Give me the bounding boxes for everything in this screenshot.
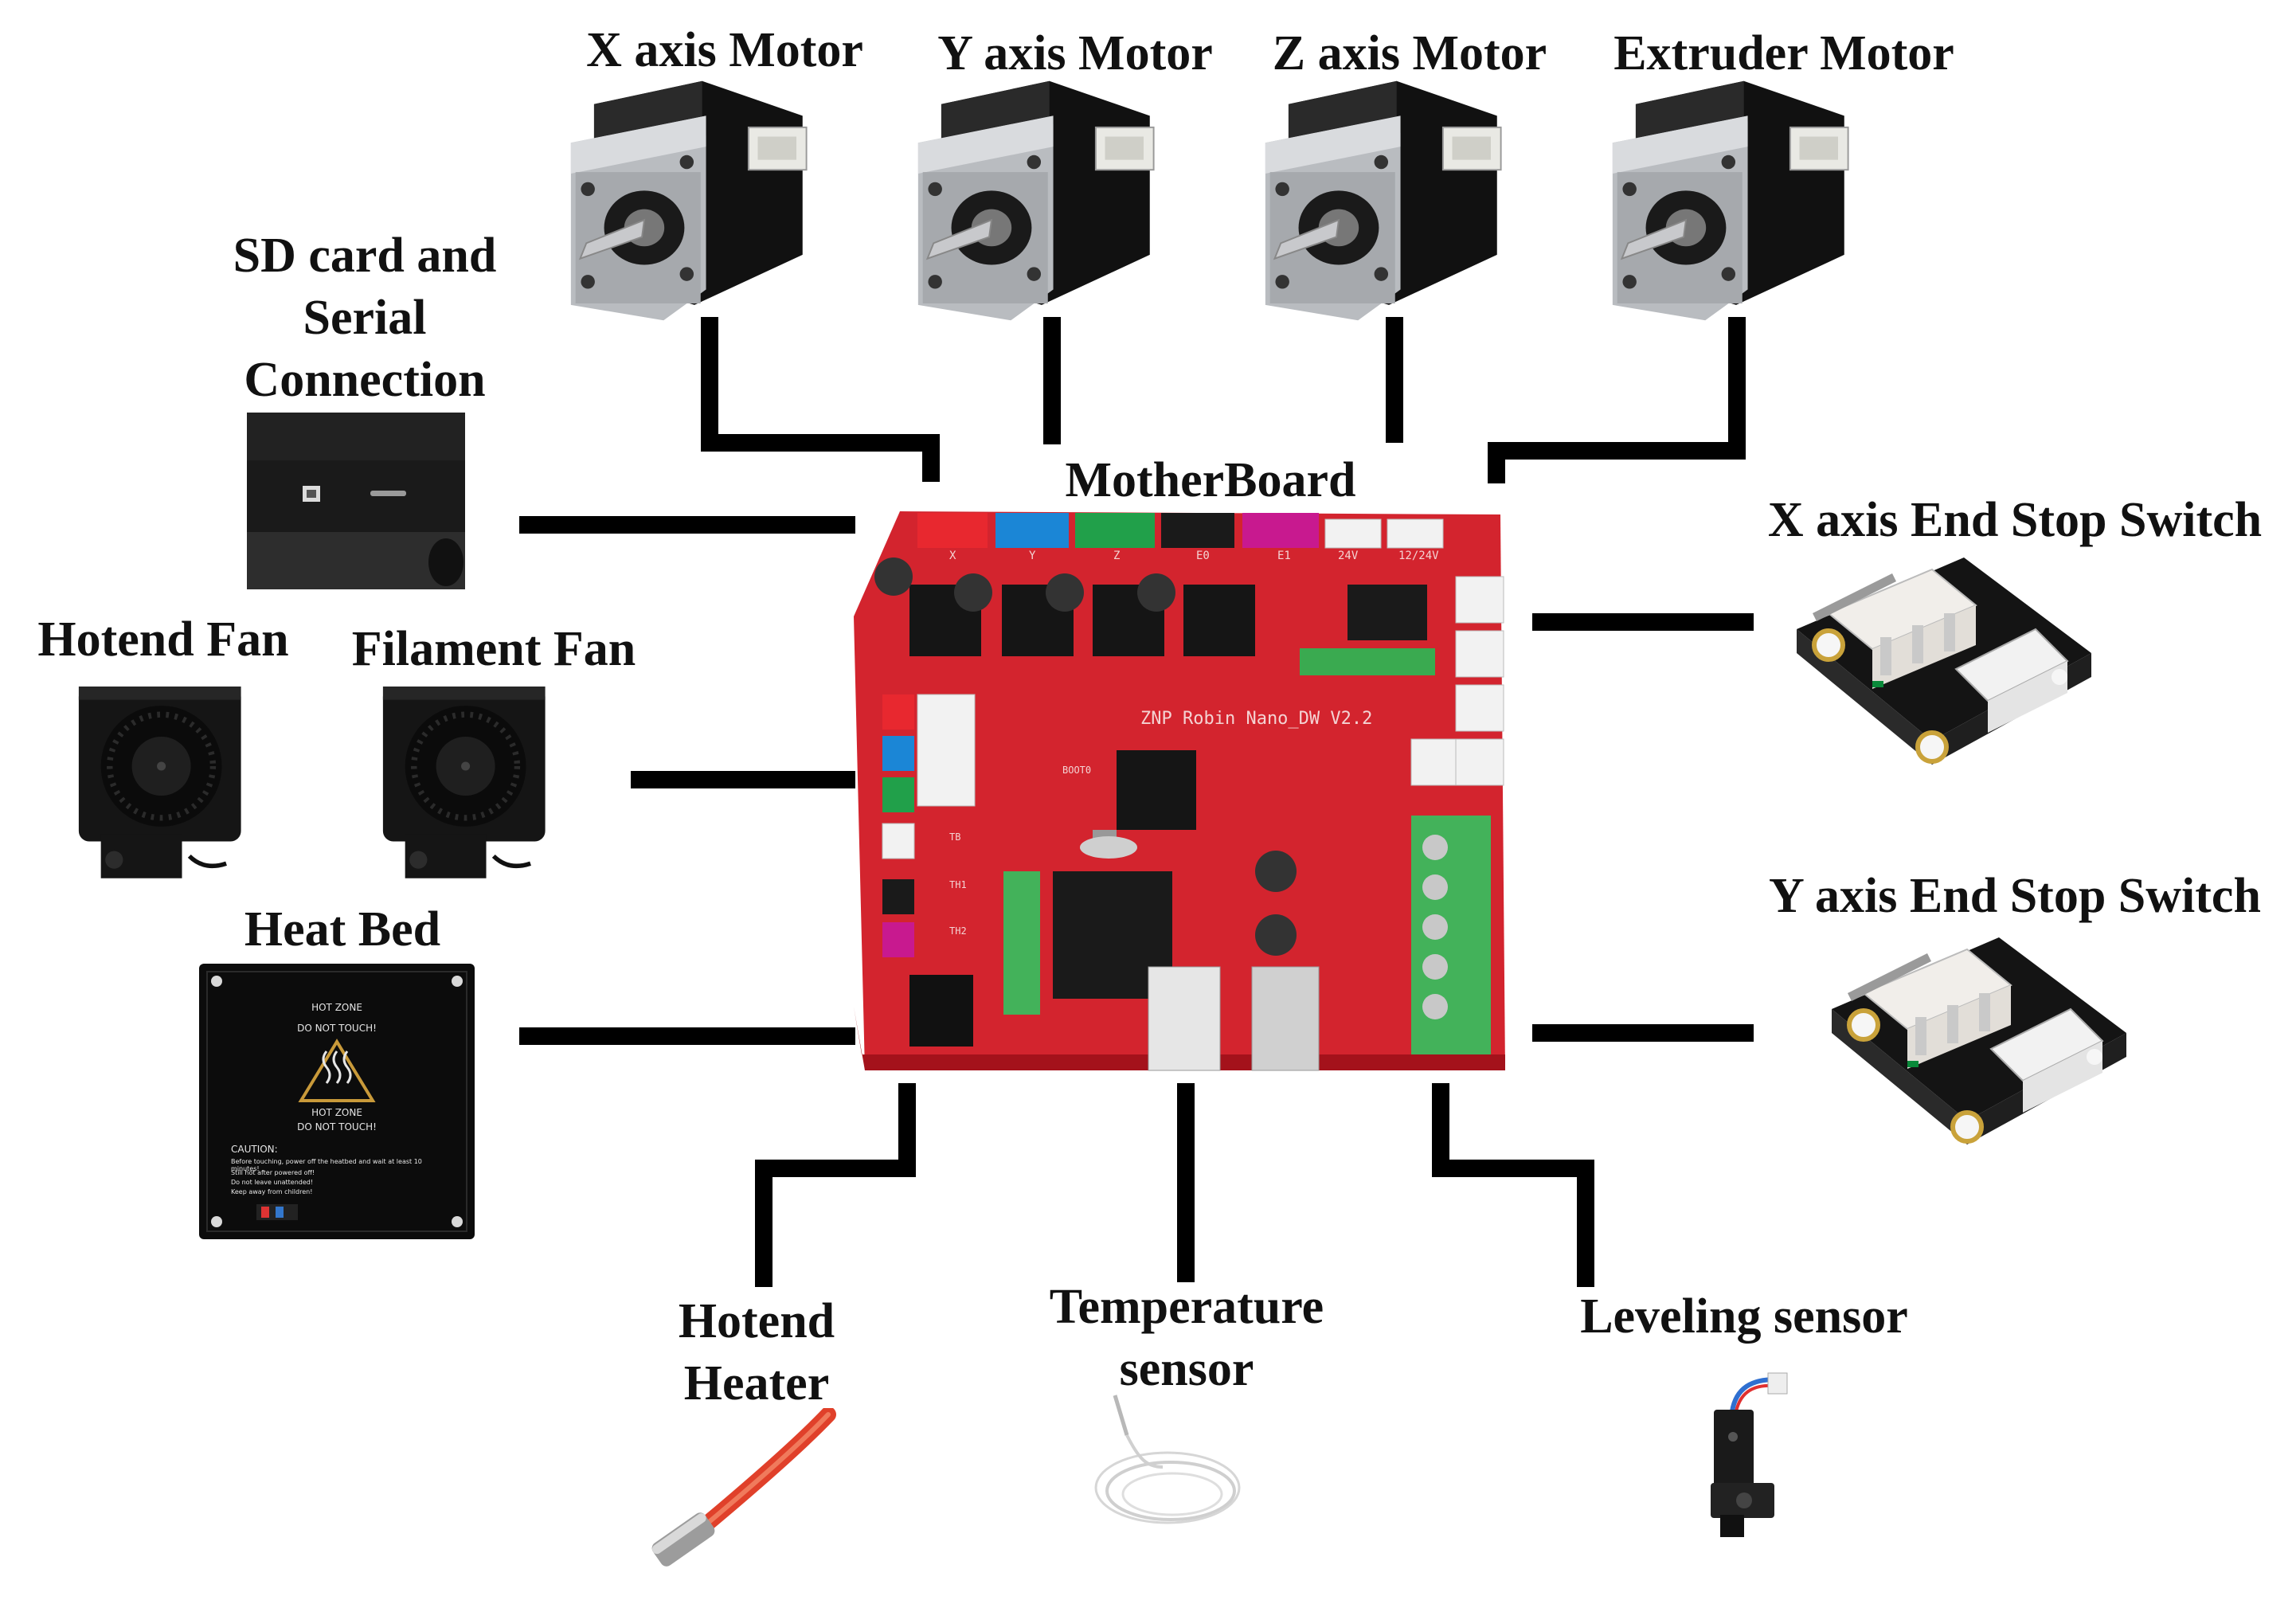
label-extruder-motor: Extruder Motor bbox=[1613, 26, 1954, 80]
label-filament-fan: Filament Fan bbox=[351, 622, 636, 676]
wire-y-endstop bbox=[1532, 1024, 1754, 1042]
wire-temp-sensor bbox=[1177, 1083, 1195, 1282]
hotend-heater-image bbox=[645, 1408, 852, 1567]
wire-x-endstop bbox=[1532, 613, 1754, 631]
board-power-12-24v: 12/24V bbox=[1398, 550, 1439, 562]
heat-bed-caution: CAUTION: bbox=[231, 1144, 278, 1155]
label-sd-card-serial: SD card and Serial Connection bbox=[233, 229, 497, 407]
wire-hotend-heater-2 bbox=[755, 1160, 916, 1177]
board-header-e1: E1 bbox=[1277, 550, 1291, 562]
board-tb: TB bbox=[949, 831, 961, 843]
extruder-motor-image bbox=[1609, 73, 1864, 328]
heat-bed-hot-zone-2: HOT ZONE bbox=[311, 1107, 362, 1118]
wire-x-motor-2 bbox=[701, 434, 940, 452]
board-model-label: ZNP Robin Nano_DW V2.2 bbox=[1140, 709, 1373, 729]
board-th2: TH2 bbox=[949, 925, 967, 937]
wire-leveling-2 bbox=[1432, 1160, 1594, 1177]
wire-hotend-heater-1 bbox=[898, 1083, 916, 1177]
label-hotend-fan: Hotend Fan bbox=[37, 612, 289, 667]
sd-card-serial-image bbox=[247, 413, 465, 589]
temperature-sensor-image bbox=[1083, 1387, 1258, 1547]
wire-y-motor bbox=[1043, 317, 1061, 444]
board-header-z: Z bbox=[1113, 550, 1121, 562]
wire-extruder-2 bbox=[1488, 442, 1746, 460]
y-axis-motor-image bbox=[914, 73, 1169, 328]
x-axis-end-stop-image bbox=[1797, 550, 2095, 796]
board-header-e0: E0 bbox=[1196, 550, 1210, 562]
board-header-y: Y bbox=[1029, 550, 1036, 562]
wire-z-motor bbox=[1386, 317, 1403, 443]
label-x-axis-end-stop: X axis End Stop Switch bbox=[1767, 493, 2263, 547]
wire-heat-bed bbox=[519, 1027, 855, 1045]
heat-bed-caution-4: Keep away from children! bbox=[231, 1188, 313, 1195]
label-z-axis-motor: Z axis Motor bbox=[1272, 26, 1547, 80]
filament-fan-image bbox=[376, 687, 567, 886]
heat-bed-do-not-touch-1: DO NOT TOUCH! bbox=[297, 1023, 377, 1034]
board-boot0: BOOT0 bbox=[1062, 765, 1092, 776]
label-x-axis-motor: X axis Motor bbox=[586, 23, 863, 77]
leveling-sensor-image bbox=[1656, 1363, 1792, 1547]
wire-extruder-1 bbox=[1728, 317, 1746, 459]
board-power-24v: 24V bbox=[1338, 550, 1359, 562]
x-axis-motor-image bbox=[567, 73, 822, 328]
heat-bed-caution-3: Do not leave unattended! bbox=[231, 1179, 314, 1186]
label-heat-bed: Heat Bed bbox=[244, 902, 441, 957]
heat-bed-caution-1: Before touching, power off the heatbed a… bbox=[231, 1158, 422, 1172]
wire-hotend-heater-3 bbox=[755, 1160, 773, 1287]
label-y-axis-end-stop: Y axis End Stop Switch bbox=[1769, 869, 2261, 923]
wire-leveling-1 bbox=[1432, 1083, 1449, 1177]
wire-sd-card bbox=[519, 516, 855, 534]
label-temperature-sensor: Temperature sensor bbox=[1049, 1280, 1324, 1396]
board-header-x: X bbox=[949, 550, 956, 562]
heat-bed-hot-zone-1: HOT ZONE bbox=[311, 1002, 362, 1013]
wire-fans bbox=[631, 771, 855, 788]
hotend-fan-image bbox=[72, 687, 263, 886]
wire-leveling-3 bbox=[1577, 1160, 1594, 1287]
wire-x-motor-1 bbox=[701, 317, 718, 451]
wire-x-motor-3 bbox=[922, 434, 940, 482]
z-axis-motor-image bbox=[1261, 73, 1516, 328]
label-leveling-sensor: Leveling sensor bbox=[1580, 1289, 1908, 1344]
wire-extruder-3 bbox=[1488, 442, 1505, 483]
heat-bed-caution-2: Still hot after powered off! bbox=[231, 1169, 315, 1176]
heat-bed-do-not-touch-2: DO NOT TOUCH! bbox=[297, 1121, 377, 1133]
label-hotend-heater: Hotend Heater bbox=[678, 1294, 835, 1410]
y-axis-end-stop-image bbox=[1832, 925, 2130, 1180]
label-y-axis-motor: Y axis Motor bbox=[937, 26, 1213, 80]
label-motherboard: MotherBoard bbox=[1065, 453, 1356, 507]
board-th1: TH1 bbox=[949, 879, 967, 890]
